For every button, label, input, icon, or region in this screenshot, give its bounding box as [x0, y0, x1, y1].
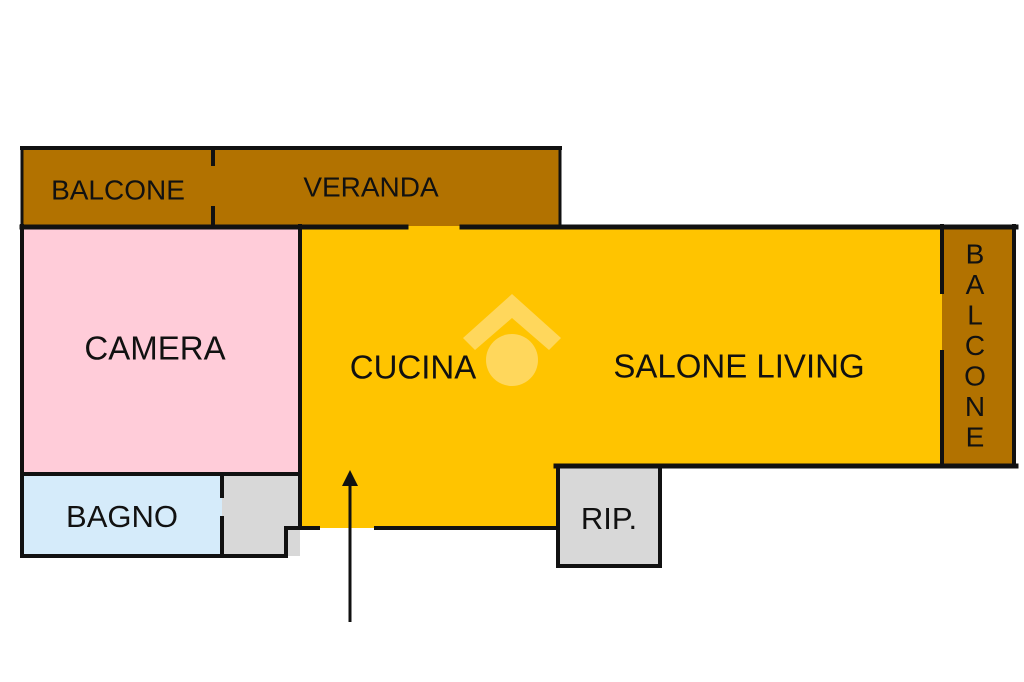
balcone-right-label: BALCONE — [964, 238, 986, 452]
salone-label: SALONE LIVING — [613, 348, 864, 385]
cucina-label: CUCINA — [350, 349, 477, 386]
balcone-top-area — [22, 148, 214, 226]
balcone-right-area — [942, 226, 1014, 466]
balcone-right-letter: E — [966, 421, 985, 452]
balcone-right-letter: A — [966, 269, 985, 300]
veranda-area — [214, 148, 560, 226]
disimpegno-area — [222, 474, 300, 556]
salone-area — [560, 226, 942, 466]
camera-label: CAMERA — [84, 330, 225, 367]
rip-label: RIP. — [581, 501, 637, 536]
rip-area — [558, 466, 660, 566]
room-fills — [22, 148, 1014, 566]
balcone-top-label: BALCONE — [51, 174, 185, 205]
balcone-right-letter: N — [965, 391, 985, 422]
camera-area — [22, 226, 300, 474]
balcone-right-letter: L — [967, 299, 983, 330]
bagno-label: BAGNO — [66, 499, 178, 534]
entrance-arrow-icon — [342, 470, 358, 622]
bagno-area — [22, 474, 222, 556]
veranda-label: VERANDA — [303, 171, 439, 202]
walls — [19, 146, 1019, 568]
balcone-right-letter: O — [964, 360, 986, 391]
house-logo-icon — [463, 294, 561, 386]
balcone-right-letter: C — [965, 330, 985, 361]
balcone-right-letter: B — [966, 238, 985, 269]
